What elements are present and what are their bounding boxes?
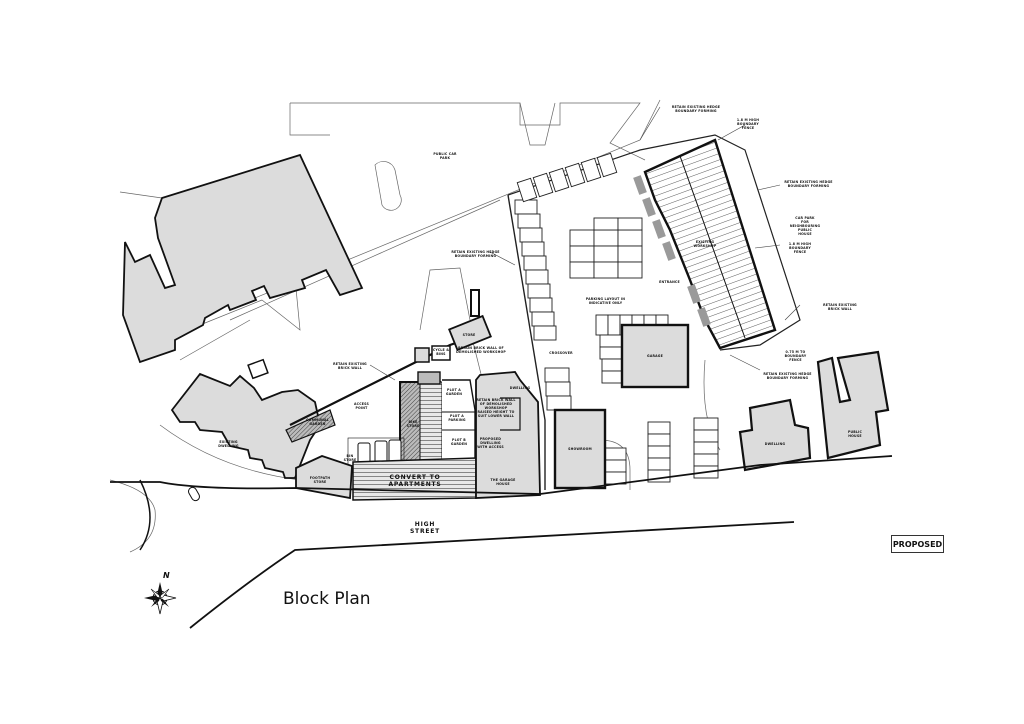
road-island (188, 486, 200, 502)
label-cycle-bins: CYCLE & BINS (432, 348, 450, 356)
status-badge: PROPOSED (891, 535, 944, 553)
building-large-left (122, 153, 364, 364)
label-retain-brick-wall: RETAIN BRICK WALL OF DEMOLISHED WORKSHOP (456, 346, 506, 354)
label-car-park-public-house: CAR PARK FOR NEIGHBOURING PUBLIC HOUSE (789, 216, 821, 236)
building-dwelling-center (475, 371, 541, 499)
parked-cars (347, 437, 405, 469)
hatched-lean-to (285, 409, 336, 443)
north-label: N (163, 571, 170, 580)
label-plot-b-garden: PLOT B GARDEN (450, 438, 468, 446)
high-street-kerb-bottom (189, 521, 795, 629)
label-existing-workshop: EXISTING WORKSHOP (693, 240, 717, 248)
label-plot-a-parking: PLOT A PARKING (448, 414, 466, 422)
label-retain-hedge-right: RETAIN EXISTING HEDGE BOUNDARY FORMING (784, 180, 833, 188)
store-building (448, 314, 492, 352)
label-showroom: SHOWROOM (568, 447, 592, 451)
leader-lines (369, 106, 801, 381)
label-public-car-park: PUBLIC CAR PARK (433, 152, 457, 160)
workshop-side-blocks (633, 175, 711, 327)
label-entrance: ENTRANCE (659, 280, 680, 284)
label-garage: GARAGE (647, 354, 663, 358)
label-retain-wall-demolished: RETAIN BRICK WALL OF DEMOLISHED WORKSHOP… (476, 398, 516, 418)
label-fence-right: 1.8 M HIGH BOUNDARY FENCE (788, 242, 812, 254)
label-retain-hedge-lower: RETAIN EXISTING HEDGE BOUNDARY FORMING (763, 372, 812, 380)
label-crossover: CROSSOVER (549, 351, 573, 355)
north-arrow-icon (144, 582, 177, 615)
high-street-kerb-top (110, 455, 893, 495)
label-bike-store: BIKE STORE (406, 420, 420, 428)
parking-bays-left (514, 199, 572, 411)
label-fence-top: 1.8 M HIGH BOUNDARY FENCE (736, 118, 760, 130)
drawing-title: Block Plan (283, 589, 371, 609)
building-garage (620, 323, 690, 389)
parking-bays-bottom (603, 417, 719, 485)
roundabout-edge (139, 479, 151, 551)
label-communal-garden: COMMUNAL GARDEN (306, 418, 329, 426)
label-fence-lower-right: 0.75 M TO BOUNDARY FENCE (784, 350, 807, 362)
post (470, 289, 480, 317)
label-footpath-store: FOOTPATH STORE (309, 476, 331, 484)
label-retain-hedge-mid: RETAIN EXISTING HEDGE BOUNDARY FORMING (451, 250, 500, 258)
label-parking-layout: PARKING LAYOUT IN INDICATIVE ONLY (585, 297, 626, 305)
bin-box (414, 347, 430, 363)
label-plot-a-garden: PLOT A GARDEN (445, 388, 463, 396)
label-access-point: ACCESS POINT (354, 402, 369, 410)
label-bin-store: BIN STORE (343, 454, 357, 462)
cycle-bins (431, 345, 451, 361)
label-store: STORE (462, 333, 476, 337)
label-retain-hedge-top: RETAIN EXISTING HEDGE BOUNDARY FORMING (671, 105, 721, 113)
small-outbuilding (247, 358, 269, 380)
parking-bays-center (569, 217, 643, 279)
building-dwelling-right (738, 398, 812, 472)
building-existing-house (170, 372, 321, 479)
label-retain-wall-left: RETAIN EXISTING BRICK WALL (333, 362, 367, 370)
label-dwelling-center: DWELLING (509, 386, 531, 390)
parking-bays-top (516, 152, 618, 203)
label-proposed-dwelling: PROPOSED DWELLING WITH ACCESS (477, 437, 504, 449)
label-retain-wall-right: RETAIN EXISTING BRICK WALL (823, 303, 857, 311)
label-the-garage-house: THE GARAGE HOUSE (490, 478, 516, 486)
label-public-house: PUBLIC HOUSE (847, 430, 863, 438)
label-high-street: HIGH STREET (409, 521, 441, 535)
building-public-house (816, 350, 890, 460)
label-existing-dwelling: EXISTING DWELLING (218, 440, 239, 448)
label-dwelling-right: DWELLING (764, 442, 786, 446)
building-proposed-dwelling (500, 397, 521, 431)
label-convert-to-apartments: CONVERT TO APARTMENTS (388, 474, 442, 488)
